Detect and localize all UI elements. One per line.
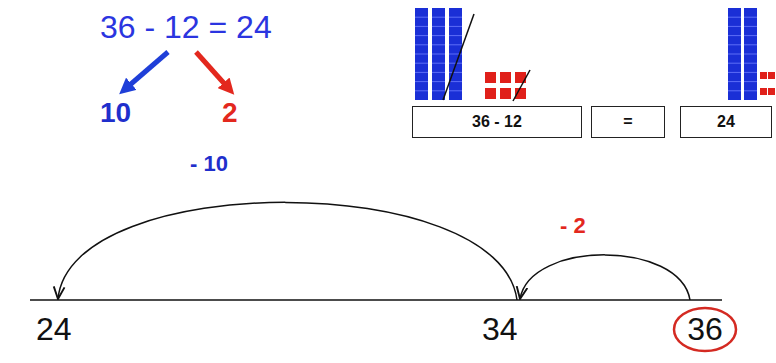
rod-division — [432, 44, 445, 45]
unit-cube — [760, 88, 767, 95]
ten-rod — [415, 8, 428, 100]
jump-label: - 10 — [190, 152, 228, 176]
rod-division — [728, 72, 741, 73]
split-arrow — [196, 52, 230, 90]
rod-division — [432, 35, 445, 36]
unit-cube — [768, 72, 775, 79]
rod-division — [728, 26, 741, 27]
rod-division — [415, 44, 428, 45]
rod-division — [728, 44, 741, 45]
rod-division — [432, 54, 445, 55]
equals-box: = — [591, 106, 665, 138]
rod-division — [744, 63, 757, 64]
rod-division — [432, 26, 445, 27]
tick-label: 24 — [36, 312, 72, 347]
circle-outline — [674, 308, 736, 351]
rod-division — [728, 17, 741, 18]
rod-division — [744, 54, 757, 55]
ones-part: 2 — [222, 98, 238, 129]
unit-cube — [500, 88, 511, 99]
rod-division — [449, 17, 462, 18]
unit-cube — [500, 72, 511, 83]
unit-cube — [760, 72, 767, 79]
rod-division — [449, 35, 462, 36]
base-ten-blocks — [415, 8, 775, 101]
rod-division — [744, 81, 757, 82]
rod-division — [432, 72, 445, 73]
rod-division — [449, 72, 462, 73]
box-text: = — [623, 113, 632, 131]
equation: 36 - 12 = 24 — [100, 10, 272, 45]
rod-division — [432, 81, 445, 82]
rod-division — [744, 35, 757, 36]
rod-division — [744, 44, 757, 45]
rod-division — [744, 17, 757, 18]
rod-division — [432, 90, 445, 91]
jump-arc — [520, 255, 690, 300]
rod-division — [415, 90, 428, 91]
rod-division — [415, 35, 428, 36]
ten-rod — [744, 8, 757, 100]
rod-division — [415, 54, 428, 55]
box-text: 36 - 12 — [472, 113, 522, 131]
number-line — [30, 299, 722, 301]
rod-division — [728, 54, 741, 55]
rod-division — [728, 35, 741, 36]
rod-division — [728, 90, 741, 91]
tick-label: 34 — [482, 312, 518, 347]
result-box: 24 — [680, 106, 772, 138]
rod-division — [744, 72, 757, 73]
unit-cube — [485, 72, 496, 83]
jump-arc — [58, 202, 517, 300]
rod-division — [432, 63, 445, 64]
box-text: 36 — [687, 312, 723, 347]
circled-start: 36 — [672, 306, 738, 353]
unit-cube — [768, 88, 775, 95]
rod-division — [744, 26, 757, 27]
rod-division — [449, 81, 462, 82]
tens-part: 10 — [100, 98, 131, 129]
box-text: 24 — [717, 113, 735, 131]
rod-division — [415, 72, 428, 73]
rod-division — [432, 17, 445, 18]
rod-division — [449, 26, 462, 27]
cross-out — [513, 70, 530, 101]
rod-division — [415, 81, 428, 82]
ten-rod — [728, 8, 741, 100]
unit-cube — [485, 88, 496, 99]
expression-box: 36 - 12 — [412, 106, 582, 138]
rod-division — [415, 63, 428, 64]
rod-division — [415, 26, 428, 27]
jump-label: - 2 — [560, 214, 586, 238]
rod-division — [744, 90, 757, 91]
split-arrow — [124, 52, 168, 90]
rod-division — [449, 44, 462, 45]
rod-division — [728, 63, 741, 64]
cross-out — [443, 14, 474, 100]
rod-division — [728, 81, 741, 82]
ten-rod — [432, 8, 445, 100]
rod-division — [415, 17, 428, 18]
rod-division — [449, 90, 462, 91]
